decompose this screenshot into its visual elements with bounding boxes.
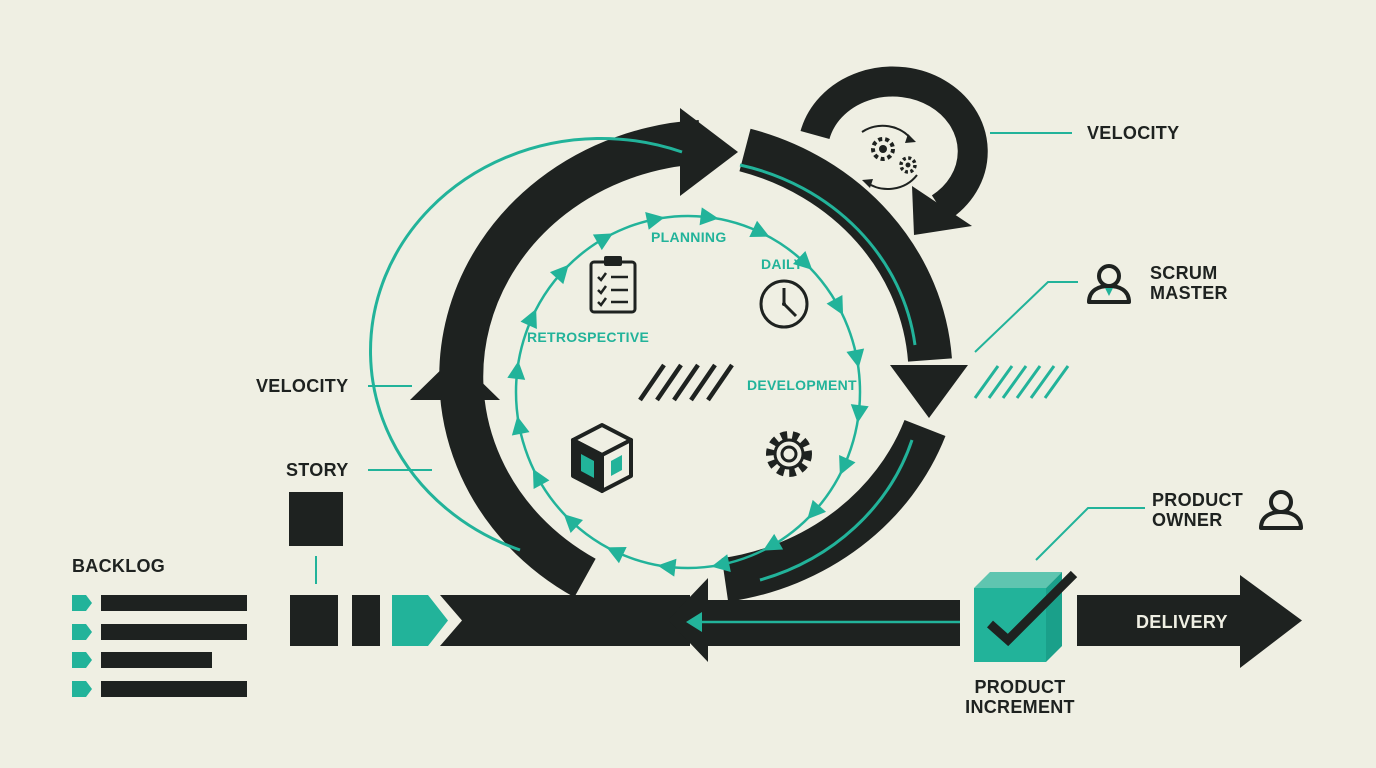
connector-scrum-master (974, 281, 1078, 353)
cycle-arrow-marker (807, 499, 827, 520)
backlog-bar (101, 595, 247, 611)
inner-cycle-path (514, 214, 862, 570)
backlog-marker (72, 681, 92, 697)
cycle-arrow-marker (549, 264, 569, 285)
daily-label: DAILY (761, 256, 804, 272)
pipeline-block-2 (352, 595, 380, 646)
cycle-arrow-marker (606, 547, 627, 564)
cycle-arrow-marker (507, 360, 526, 380)
backlog-item (72, 652, 212, 668)
backlog-item (72, 595, 247, 611)
cycle-arrow-marker (699, 207, 719, 226)
backlog-item (72, 681, 247, 697)
velocity-left-label: VELOCITY (256, 376, 349, 396)
development-label: DEVELOPMENT (747, 377, 857, 393)
retrospective-label: RETROSPECTIVE (527, 329, 650, 345)
person-icon (1259, 490, 1303, 530)
backlog-list (72, 595, 247, 697)
refresh-arrowhead (912, 186, 972, 235)
backlog-item (72, 624, 247, 640)
story-block (289, 492, 343, 546)
gears-refresh-icon (861, 124, 918, 191)
cycle-arrow-marker (793, 250, 813, 270)
connector-lines (368, 132, 1145, 561)
ring-teal-line-bottom (759, 439, 914, 582)
backlog-marker (72, 624, 92, 640)
inner-cycle (507, 207, 869, 577)
gear-icon (766, 431, 812, 477)
cycle-arrow-marker (520, 308, 537, 330)
pipeline-teal-chevron (392, 595, 448, 646)
backlog-bar (101, 681, 247, 697)
cycle-arrow-marker (749, 220, 770, 237)
product-increment-label: PRODUCT INCREMENT (965, 677, 1075, 718)
cycle-arrow-marker (839, 454, 856, 476)
person-icon (1087, 264, 1131, 304)
product-owner-label: PRODUCT OWNER (1152, 490, 1244, 531)
scrum-master-label: SCRUM MASTER (1150, 263, 1228, 304)
ring-arc-bottom (721, 419, 946, 602)
sprint-cycle-ring (368, 108, 968, 602)
pipeline-bar (290, 575, 1302, 668)
cycle-arrow-marker (850, 404, 869, 424)
cycle-arrow-marker (826, 294, 844, 316)
cycle-arrow-marker (657, 558, 677, 577)
ring-teal-line-right (739, 163, 917, 346)
cycle-arrow-marker (846, 348, 865, 368)
cycle-arrow-marker (592, 233, 613, 251)
checkmark-box-icon (974, 570, 1078, 662)
pipeline-block-1 (290, 595, 338, 646)
cycle-arrow-marker (563, 514, 583, 534)
clock-icon (759, 279, 809, 329)
cycle-arrow-marker (711, 554, 731, 572)
backlog-marker (72, 652, 92, 668)
cycle-arrow-marker (645, 212, 665, 230)
delivery-arrow (1077, 575, 1302, 668)
pipeline-return-arrow (668, 578, 960, 662)
planning-label: PLANNING (651, 229, 727, 245)
velocity-refresh-arc (800, 66, 988, 235)
story-label: STORY (286, 460, 349, 480)
cycle-arrow-marker (511, 416, 530, 436)
backlog-label: BACKLOG (72, 556, 166, 576)
delivery-label: DELIVERY (1136, 612, 1228, 632)
backlog-bar (101, 624, 247, 640)
connector-product-owner (1035, 507, 1145, 561)
pipeline-segment-main (440, 595, 690, 646)
ring-arrowhead-right (890, 365, 968, 418)
velocity-top-label: VELOCITY (1087, 123, 1180, 143)
hatch-pattern-icon (973, 365, 1070, 399)
backlog-marker (72, 595, 92, 611)
backlog-bar (101, 652, 212, 668)
ring-arc-right (739, 128, 952, 362)
ring-arrowhead-top (680, 108, 738, 196)
ring-arc-left (439, 120, 702, 598)
ring-arrowhead-left (410, 356, 500, 400)
refresh-arc (800, 66, 988, 221)
cycle-arrow-marker (532, 468, 550, 490)
pipeline-return-arrowhead (686, 612, 702, 632)
cycle-arrow-marker (763, 533, 784, 551)
clipboard-checklist-icon (589, 256, 637, 314)
hatch-pattern-icon (638, 363, 734, 402)
cube-icon (571, 423, 633, 493)
ring-teal-line-left (368, 136, 683, 552)
